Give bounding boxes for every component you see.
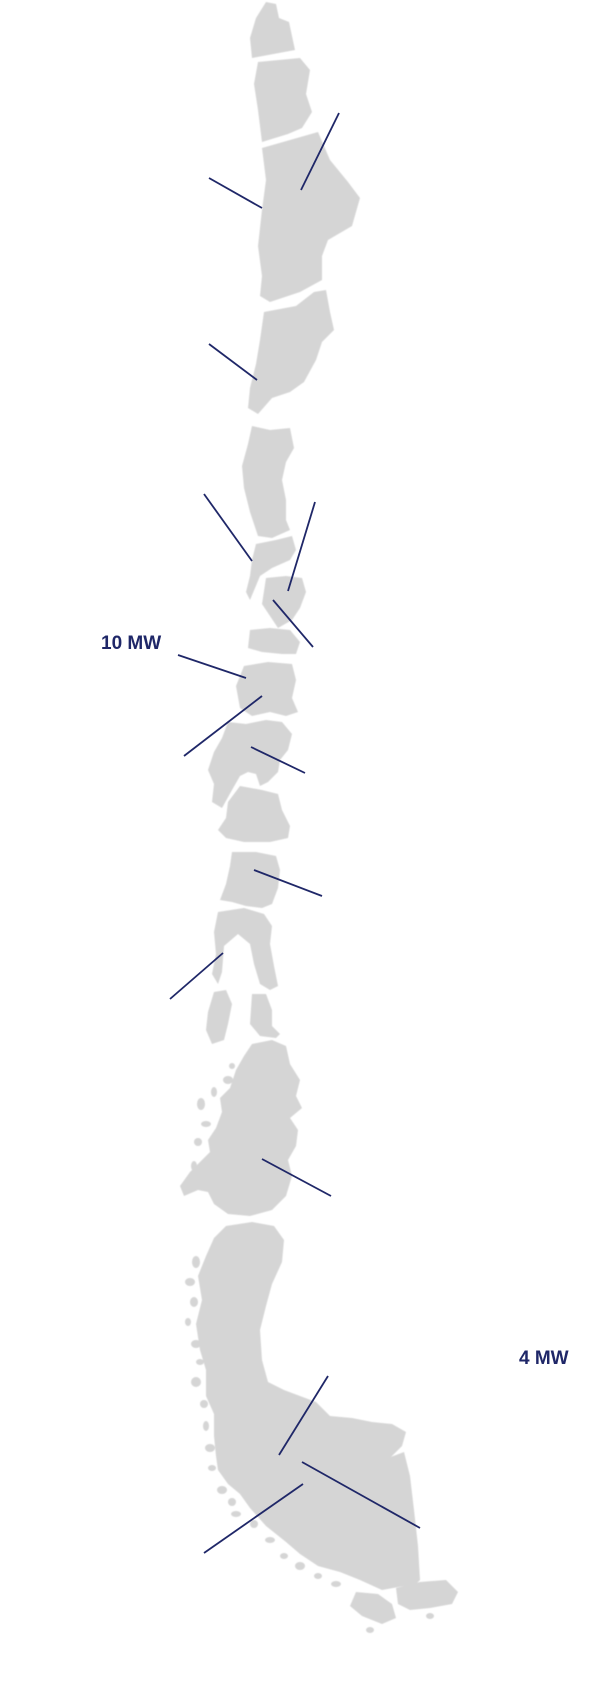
archipelago-islets bbox=[185, 1063, 434, 1633]
region-magallanes bbox=[196, 1222, 408, 1590]
island-chiloe bbox=[206, 990, 232, 1044]
leader-line bbox=[272, 599, 314, 648]
leader-line bbox=[177, 654, 247, 679]
region-tarapaca bbox=[254, 58, 312, 142]
leader-line bbox=[203, 1483, 304, 1554]
capacity-label-10mw: 10 MW bbox=[101, 633, 162, 654]
island-tierra-del-fuego bbox=[370, 1452, 420, 1590]
region-loslagos-south bbox=[250, 994, 280, 1038]
region-aysen bbox=[180, 1040, 302, 1216]
leader-line bbox=[253, 869, 323, 897]
leader-line bbox=[300, 112, 340, 191]
island-south-cluster bbox=[350, 1592, 396, 1624]
leader-line bbox=[203, 493, 253, 562]
capacity-label-4mw: 4 MW bbox=[519, 1348, 569, 1369]
island-navarino bbox=[396, 1580, 458, 1610]
leader-line bbox=[208, 177, 263, 209]
leader-line bbox=[261, 1158, 332, 1197]
leader-line bbox=[250, 746, 306, 774]
region-metropolitana bbox=[262, 576, 306, 628]
region-coquimbo bbox=[242, 426, 294, 538]
region-loslagos bbox=[212, 908, 278, 990]
leader-line bbox=[301, 1461, 421, 1529]
leader-line bbox=[208, 343, 258, 381]
leader-line bbox=[183, 695, 263, 757]
region-atacama bbox=[248, 290, 334, 414]
region-valparaiso bbox=[246, 536, 296, 600]
region-araucania bbox=[218, 786, 290, 842]
region-arica bbox=[250, 2, 295, 58]
region-losrios bbox=[220, 852, 280, 908]
leader-line bbox=[278, 1375, 329, 1456]
region-ohiggins bbox=[248, 628, 300, 654]
region-biobio bbox=[208, 720, 292, 808]
leader-line bbox=[287, 501, 316, 592]
leader-line bbox=[169, 952, 224, 1000]
region-maule bbox=[236, 662, 298, 716]
site-leader-lines bbox=[169, 112, 421, 1554]
region-antofagasta bbox=[258, 132, 360, 302]
